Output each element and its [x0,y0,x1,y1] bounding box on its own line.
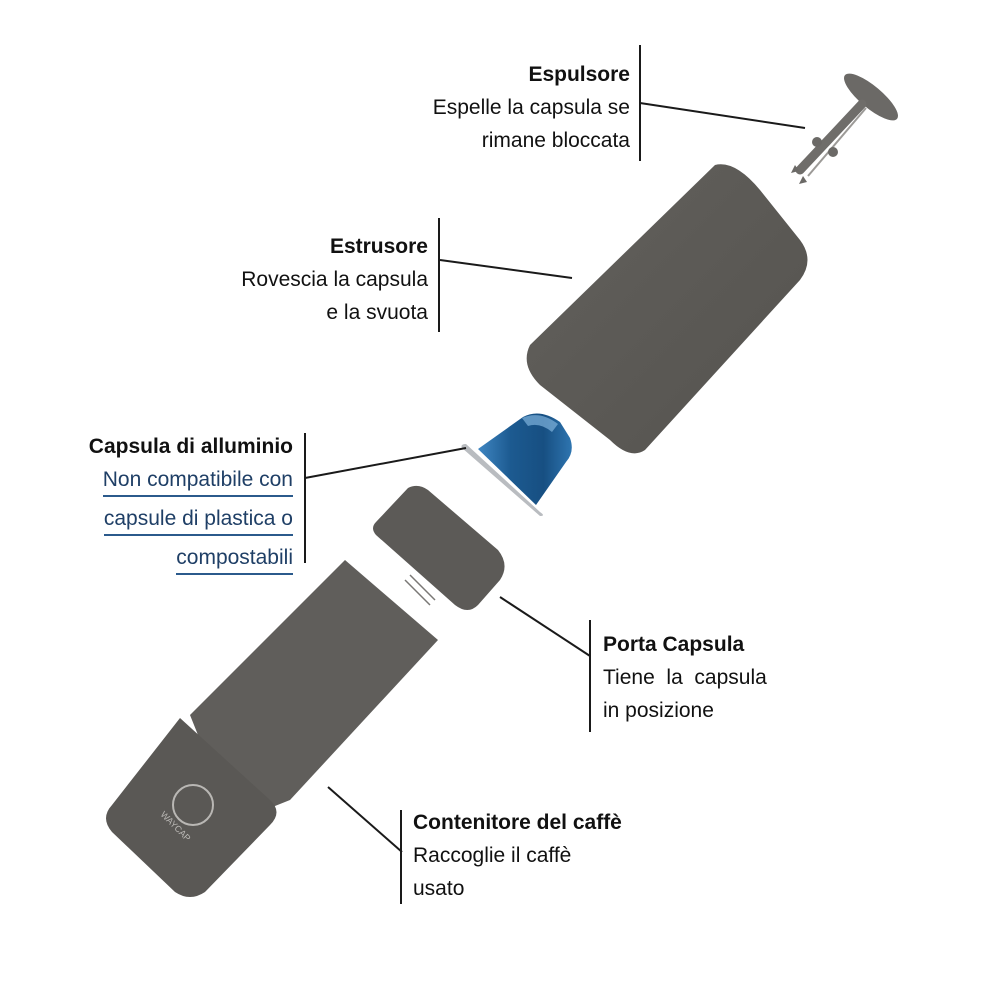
label-title: Porta Capsula [603,633,745,656]
coffee-container-part: WAYCAP [106,560,438,897]
label-title: Capsula di alluminio [88,435,293,458]
label-desc-line: in posizione [603,699,714,722]
label-desc-line: Tiene la capsula [603,666,767,689]
label-contenitore: Contenitore del caffè Raccoglie il caffè… [413,806,713,905]
label-desc-line: e la svuota [326,301,428,324]
label-desc-line[interactable]: capsule di plastica o [103,505,293,536]
label-desc-line[interactable]: compostabili [176,544,293,575]
label-desc-line: Rovescia la capsula [241,268,428,291]
label-bar [639,45,641,161]
waycap-logo-icon [172,784,214,826]
capsule-part [461,413,572,516]
ejector-part [791,73,898,184]
label-bar [589,620,591,732]
label-desc-line: usato [413,877,465,900]
leader-lines [304,102,806,853]
label-estrusore: Estrusore Rovescia la capsula e la svuot… [130,230,428,329]
label-desc-line[interactable]: Non compatibile con [102,466,293,497]
label-desc-line: rimane bloccata [481,129,630,152]
capsule-holder-part [373,485,505,610]
label-bar [304,433,306,563]
label-desc-line: Espelle la capsula se [432,96,630,119]
label-capsula: Capsula di alluminio Non compatibile con… [0,430,293,580]
compatibility-note[interactable]: Non compatibile con capsule di plastica … [0,463,293,580]
label-title: Estrusore [329,235,428,258]
label-bar [400,810,402,904]
label-title: Espulsore [528,63,630,86]
label-porta-capsula: Porta Capsula Tiene la capsula in posizi… [603,628,823,727]
label-desc-line: Raccoglie il caffè [413,844,572,867]
label-espulsore: Espulsore Espelle la capsula se rimane b… [330,58,630,157]
label-bar [438,218,440,332]
extruder-part [526,164,808,454]
label-title: Contenitore del caffè [413,811,622,834]
